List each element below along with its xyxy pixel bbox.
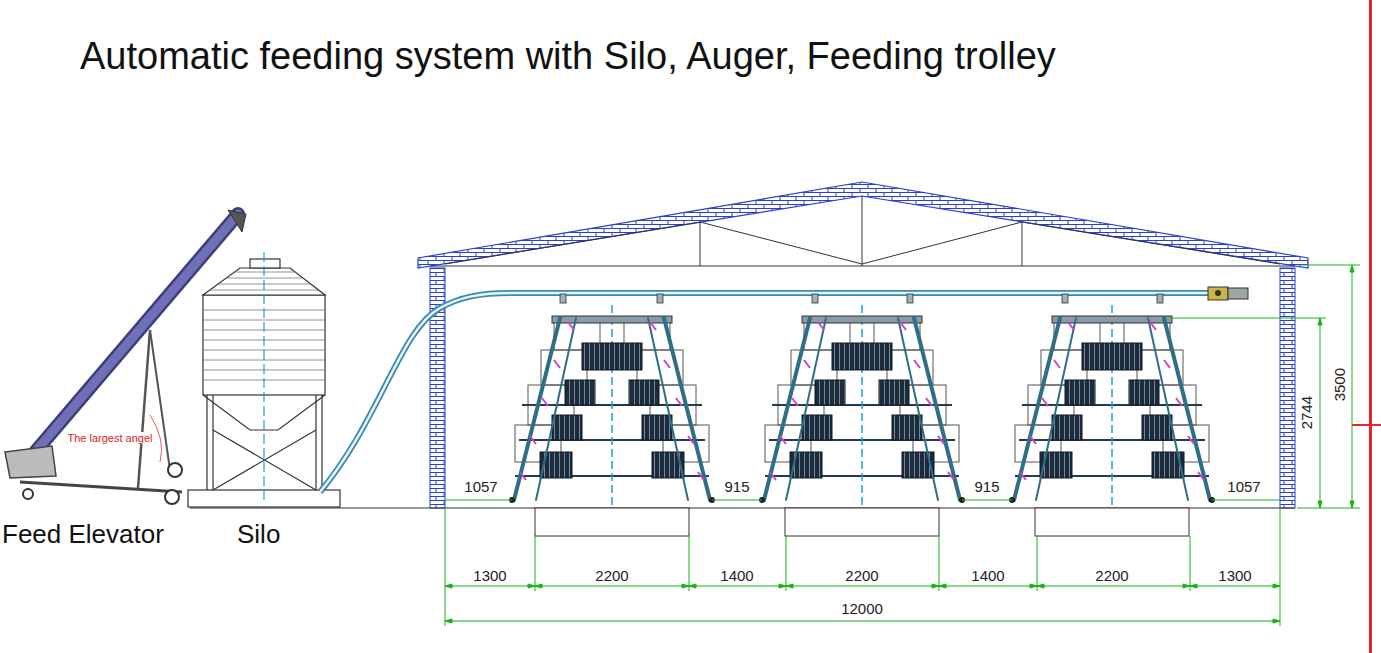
dimension-value: 1300 — [1217, 567, 1252, 584]
dimension-value: 1300 — [472, 567, 507, 584]
dimension-value: 2200 — [1094, 567, 1129, 584]
dimension-value: 1400 — [719, 567, 754, 584]
dimension-lines — [445, 265, 1360, 626]
part-label: Feed Elevator — [2, 520, 164, 550]
dimension-value: 2744 — [1298, 395, 1315, 430]
dimension-value: 915 — [973, 478, 1000, 495]
silo — [188, 252, 430, 508]
dimension-value: 1400 — [970, 567, 1005, 584]
part-label: Silo — [237, 520, 280, 550]
dimension-value: 915 — [723, 478, 750, 495]
dimension-value: 1057 — [1226, 478, 1261, 495]
layer-cage-rows — [509, 305, 1215, 536]
dimension-value: 3500 — [1331, 367, 1348, 402]
dimension-value: 2200 — [594, 567, 629, 584]
dimension-value: 2200 — [844, 567, 879, 584]
angle-note: The largest angel — [67, 432, 154, 445]
page-edge-mark — [1352, 0, 1381, 653]
dimension-value: 12000 — [840, 600, 884, 617]
dimension-value: 1057 — [463, 478, 498, 495]
diagram-title: Automatic feeding system with Silo, Auge… — [80, 35, 1056, 79]
